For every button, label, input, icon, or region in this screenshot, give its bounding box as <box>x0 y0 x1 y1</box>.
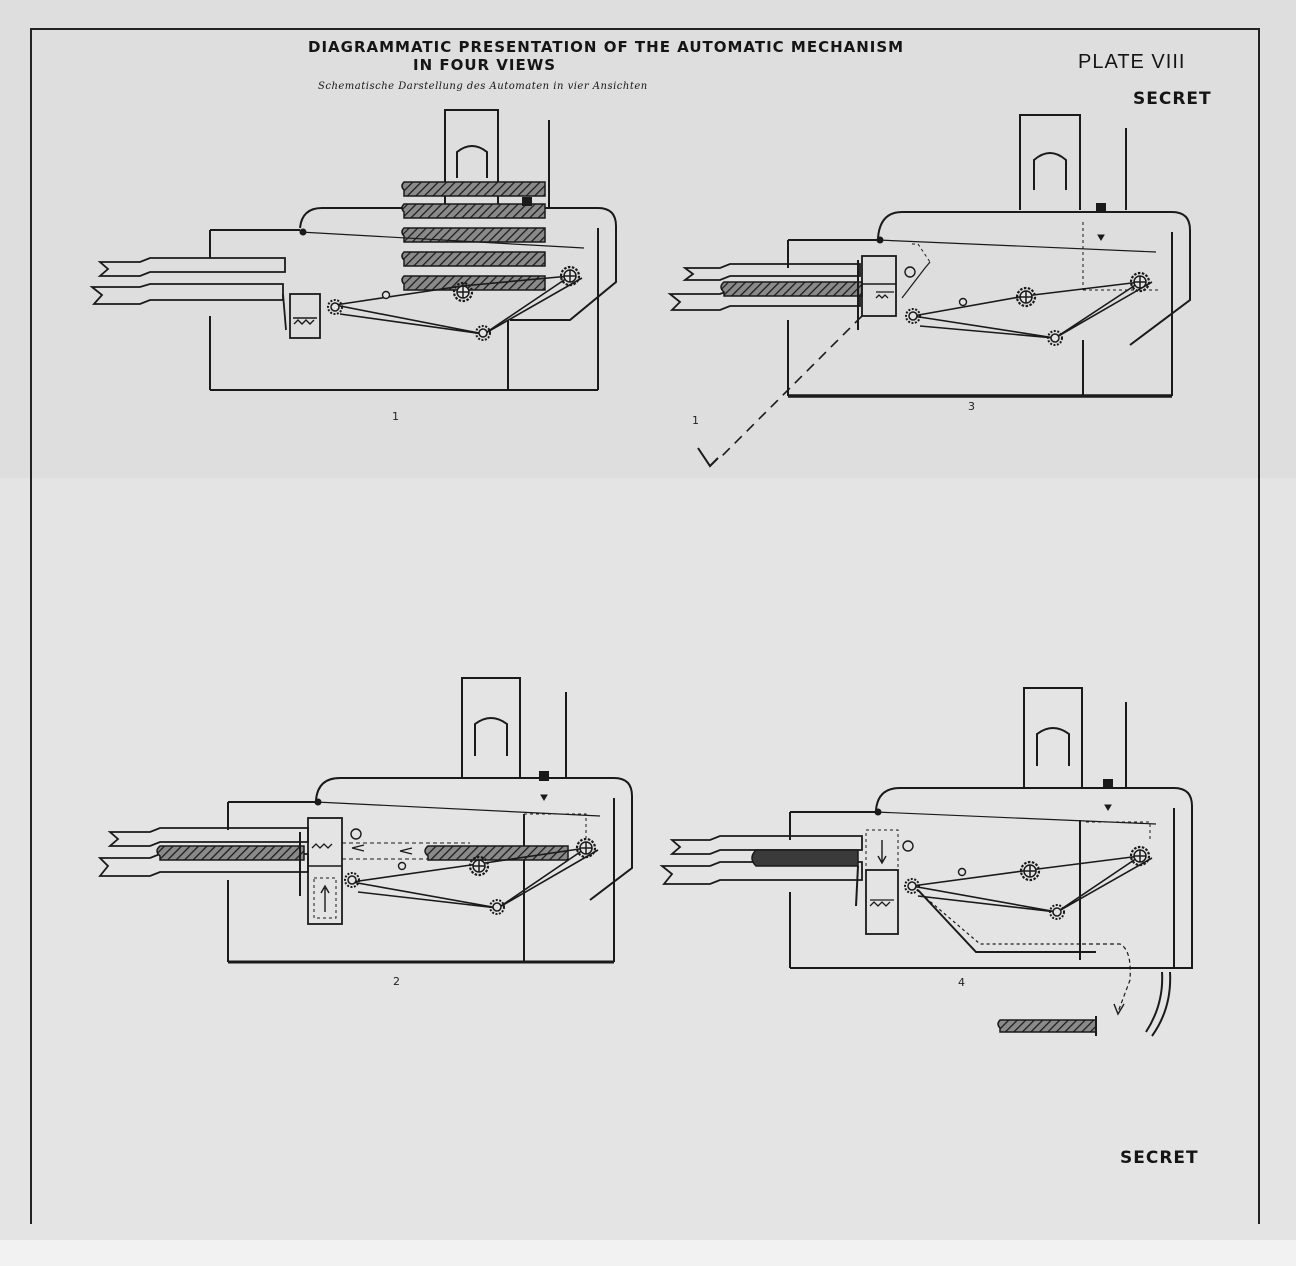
page-border <box>30 28 1260 1224</box>
german-subtitle: Schematische Darstellung des Automaten i… <box>318 81 648 92</box>
scanned-page-top-band <box>0 0 1296 478</box>
title-line-1: DIAGRAMMATIC PRESENTATION OF THE AUTOMAT… <box>308 38 905 56</box>
title-line-2: IN FOUR VIEWS <box>413 56 557 74</box>
view-1-drawing <box>89 109 617 391</box>
view-2-label: 2 <box>393 975 400 988</box>
classification-stamp-top: SECRET <box>1133 89 1212 109</box>
plate-number: PLATE VIII <box>1078 51 1186 73</box>
view-4-drawing <box>659 687 1193 1037</box>
view-1-label: 1 <box>392 410 399 423</box>
mechanism-drawings <box>89 109 1193 1037</box>
view-3-drawing <box>667 114 1191 468</box>
view-4-label: 4 <box>958 976 965 989</box>
view-3-label: 3 <box>968 400 975 413</box>
classification-stamp-bottom: SECRET <box>1120 1148 1199 1168</box>
view-3-pointer-label: 1 <box>692 414 699 427</box>
view-2-drawing <box>97 677 633 964</box>
